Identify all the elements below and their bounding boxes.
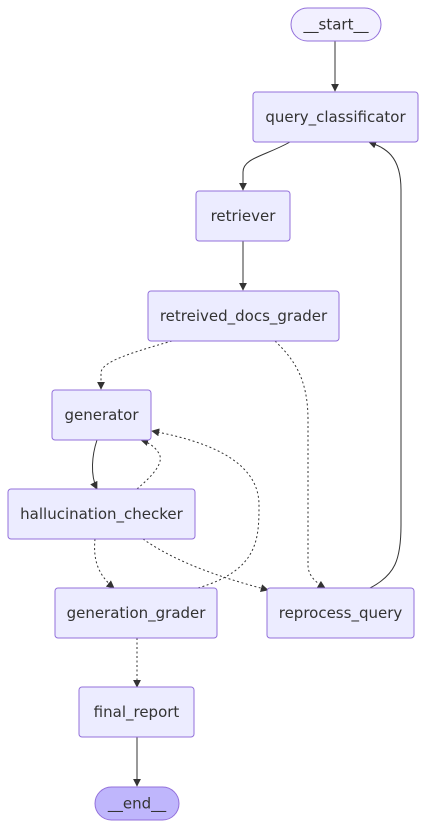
node-generation-grader-label: generation_grader: [67, 604, 207, 623]
node-query-classificator[interactable]: query_classificator: [252, 91, 419, 143]
node-hallucination-checker-label: hallucination_checker: [20, 505, 183, 524]
node-end-label: __end__: [107, 795, 167, 814]
node-retreived-docs-grader[interactable]: retreived_docs_grader: [147, 290, 340, 342]
node-reprocess-query[interactable]: reprocess_query: [266, 587, 415, 639]
edge-generation-grader-to-generator: [151, 428, 260, 589]
node-start[interactable]: __start__: [290, 7, 382, 42]
node-end[interactable]: __end__: [94, 786, 180, 821]
node-generator[interactable]: generator: [51, 389, 152, 441]
edge-retreived-docs-grader-to-reprocess-query: [274, 340, 326, 589]
node-start-label: __start__: [303, 16, 369, 35]
node-hallucination-checker[interactable]: hallucination_checker: [7, 488, 196, 540]
edge-hallucination-checker-to-reprocess-query: [142, 538, 269, 593]
node-final-report[interactable]: final_report: [78, 686, 195, 738]
node-final-report-label: final_report: [94, 703, 180, 722]
edge-hallucination-checker-to-generation-grader: [94, 538, 115, 589]
edge-query-classificator-to-retriever: [239, 141, 291, 191]
edges: [90, 41, 402, 787]
edge-retreived-docs-grader-to-generator: [97, 340, 173, 390]
node-retriever[interactable]: retriever: [195, 190, 291, 242]
edge-reprocess-query-to-query-classificator: [368, 140, 402, 589]
node-retreived-docs-grader-label: retreived_docs_grader: [160, 307, 328, 326]
node-retriever-label: retriever: [211, 207, 277, 225]
edge-hallucination-checker-to-generator: [136, 438, 161, 490]
node-generation-grader[interactable]: generation_grader: [54, 587, 218, 639]
node-reprocess-query-label: reprocess_query: [279, 604, 403, 623]
edge-generator-to-hallucination-checker: [90, 439, 98, 490]
node-query-classificator-label: query_classificator: [265, 108, 406, 127]
node-generator-label: generator: [64, 406, 139, 424]
